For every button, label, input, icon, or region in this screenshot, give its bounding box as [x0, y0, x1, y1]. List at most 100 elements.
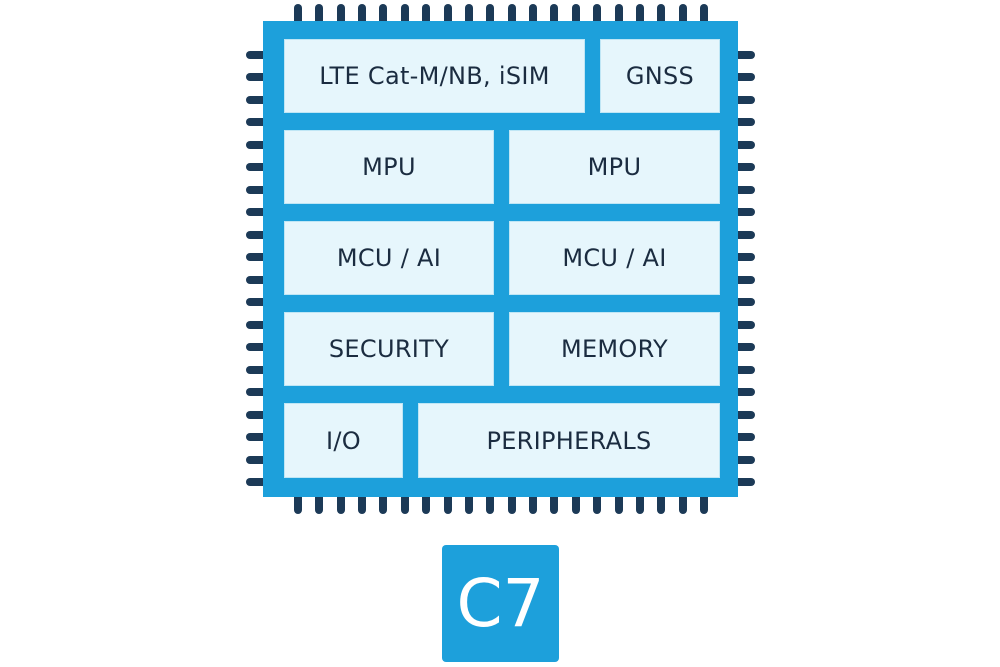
- pin-left: [246, 321, 266, 329]
- pin-left: [246, 96, 266, 104]
- pin-left: [246, 478, 266, 486]
- block-peripherals-label: PERIPHERALS: [486, 426, 652, 455]
- pin-top: [337, 4, 345, 24]
- block-peripherals: PERIPHERALS: [418, 403, 720, 478]
- pin-left: [246, 456, 266, 464]
- pin-right: [735, 343, 755, 351]
- pin-bottom: [379, 494, 387, 514]
- block-mcu-ai-2-label: MCU / AI: [562, 244, 667, 272]
- block-mpu-2-label: MPU: [587, 153, 642, 181]
- pin-top: [679, 4, 687, 24]
- pin-bottom: [337, 494, 345, 514]
- pin-left: [246, 388, 266, 396]
- pin-bottom: [294, 494, 302, 514]
- pin-top: [615, 4, 623, 24]
- pin-top: [444, 4, 452, 24]
- pin-left: [246, 51, 266, 59]
- pin-bottom: [657, 494, 665, 514]
- pin-left: [246, 366, 266, 374]
- pin-bottom: [486, 494, 494, 514]
- block-gnss: GNSS: [600, 39, 720, 113]
- pin-right: [735, 276, 755, 284]
- pin-left: [246, 411, 266, 419]
- pin-right: [735, 478, 755, 486]
- pin-right: [735, 388, 755, 396]
- pin-top: [422, 4, 430, 24]
- pin-left: [246, 73, 266, 81]
- pin-bottom: [358, 494, 366, 514]
- pin-bottom: [550, 494, 558, 514]
- pin-bottom: [444, 494, 452, 514]
- pin-top: [529, 4, 537, 24]
- block-mpu-1: MPU: [284, 130, 494, 204]
- pin-right: [735, 433, 755, 441]
- block-io-label: I/O: [326, 426, 361, 455]
- block-mpu-2: MPU: [509, 130, 720, 204]
- pin-top: [465, 4, 473, 24]
- pin-right: [735, 141, 755, 149]
- pin-right: [735, 321, 755, 329]
- pin-right: [735, 96, 755, 104]
- pin-right: [735, 73, 755, 81]
- pin-top: [700, 4, 708, 24]
- block-mcu-ai-1-label: MCU / AI: [336, 244, 442, 272]
- pin-left: [246, 208, 266, 216]
- block-gnss-label: GNSS: [625, 62, 695, 90]
- pin-right: [735, 118, 755, 126]
- pin-top: [379, 4, 387, 24]
- pin-right: [735, 298, 755, 306]
- pin-top: [486, 4, 494, 24]
- chip-badge-label: C7: [456, 565, 545, 642]
- pin-top: [508, 4, 516, 24]
- pin-left: [246, 276, 266, 284]
- pin-bottom: [700, 494, 708, 514]
- pin-bottom: [636, 494, 644, 514]
- pin-bottom: [572, 494, 580, 514]
- block-mpu-1-label: MPU: [362, 153, 416, 181]
- pin-left: [246, 298, 266, 306]
- pin-bottom: [529, 494, 537, 514]
- pin-left: [246, 433, 266, 441]
- block-security-label: SECURITY: [328, 335, 450, 363]
- pin-top: [657, 4, 665, 24]
- pin-right: [735, 163, 755, 171]
- pin-top: [401, 4, 409, 24]
- pin-top: [315, 4, 323, 24]
- pin-left: [246, 253, 266, 261]
- pin-left: [246, 343, 266, 351]
- pin-bottom: [465, 494, 473, 514]
- block-memory: MEMORY: [509, 312, 720, 386]
- block-io: I/O: [284, 403, 403, 478]
- block-mcu-ai-1: MCU / AI: [284, 221, 494, 295]
- block-lte: LTE Cat-M/NB, iSIM: [284, 39, 585, 113]
- pin-bottom: [422, 494, 430, 514]
- pin-right: [735, 208, 755, 216]
- pin-right: [735, 253, 755, 261]
- pin-top: [593, 4, 601, 24]
- pin-top: [358, 4, 366, 24]
- pin-right: [735, 186, 755, 194]
- pin-bottom: [315, 494, 323, 514]
- pin-right: [735, 231, 755, 239]
- pin-top: [294, 4, 302, 24]
- pin-left: [246, 118, 266, 126]
- pin-bottom: [679, 494, 687, 514]
- pin-left: [246, 231, 266, 239]
- pin-top: [550, 4, 558, 24]
- pin-left: [246, 163, 266, 171]
- pin-top: [636, 4, 644, 24]
- pin-top: [572, 4, 580, 24]
- block-lte-label: LTE Cat-M/NB, iSIM: [319, 62, 550, 90]
- pin-right: [735, 366, 755, 374]
- pin-right: [735, 51, 755, 59]
- pin-right: [735, 456, 755, 464]
- pin-bottom: [615, 494, 623, 514]
- block-security: SECURITY: [284, 312, 494, 386]
- pin-bottom: [401, 494, 409, 514]
- pin-left: [246, 186, 266, 194]
- pin-bottom: [593, 494, 601, 514]
- chip-badge: C7: [442, 545, 559, 662]
- block-mcu-ai-2: MCU / AI: [509, 221, 720, 295]
- pin-right: [735, 411, 755, 419]
- pin-left: [246, 141, 266, 149]
